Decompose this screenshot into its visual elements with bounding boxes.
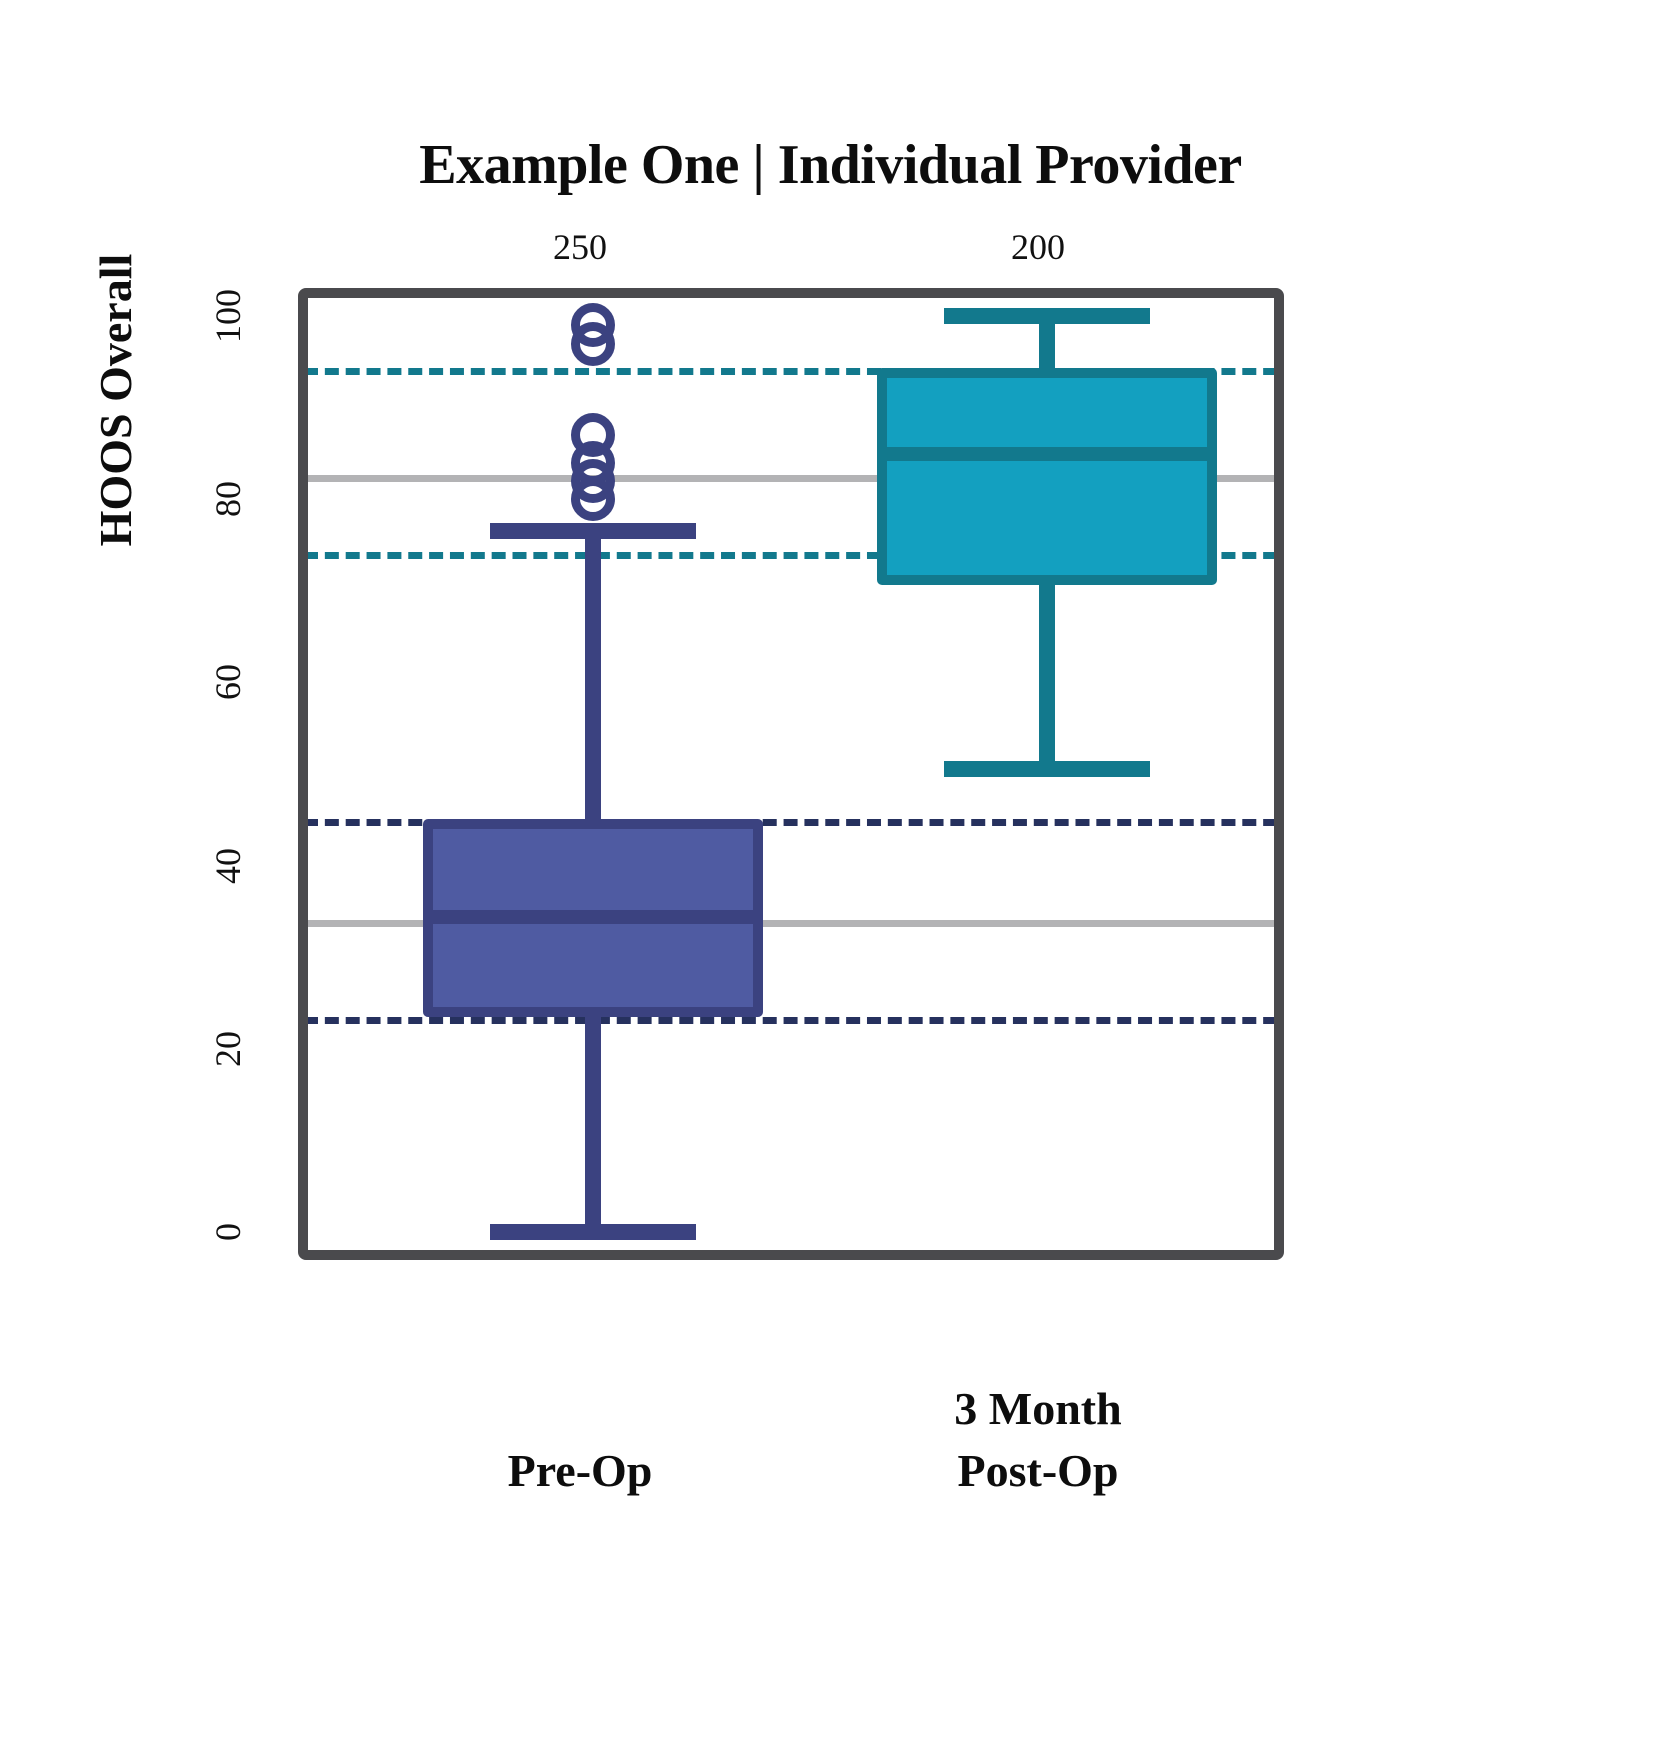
mean-reference-line (308, 920, 1274, 928)
box-iqr (876, 368, 1217, 586)
whisker-upper (1038, 316, 1055, 369)
median-line (876, 446, 1217, 461)
whisker-cap-lower (489, 1223, 696, 1240)
y-axis-title: HOOS Overall (90, 253, 141, 547)
mean-reference-line (308, 475, 1274, 483)
outlier-point (570, 321, 615, 366)
outlier-point (570, 477, 615, 522)
y-tick-label: 40 (208, 847, 248, 884)
whisker-cap-upper (489, 523, 696, 540)
whisker-lower (1038, 585, 1055, 770)
group-count-postop: 200 (1011, 227, 1065, 267)
quartile-reference-line (308, 818, 1274, 826)
whisker-cap-lower (943, 761, 1150, 778)
y-tick-label: 60 (208, 664, 248, 701)
y-tick-label: 100 (208, 289, 248, 344)
whisker-lower (584, 1016, 601, 1232)
quartile-reference-line (308, 552, 1274, 560)
plot-inner-canvas (308, 298, 1274, 1250)
whisker-cap-upper (943, 308, 1150, 325)
y-tick-label: 20 (208, 1030, 248, 1067)
quartile-reference-line (308, 368, 1274, 376)
group-count-preop: 250 (553, 227, 607, 267)
chart-title: Example One | Individual Provider (419, 134, 1242, 196)
whisker-upper (584, 531, 601, 819)
x-tick-label-preop: Pre-Op (507, 1445, 653, 1496)
median-line (422, 909, 763, 924)
y-tick-label: 80 (208, 481, 248, 518)
y-tick-label: 0 (208, 1222, 248, 1241)
x-tick-label-postop: 3 Month Post-Op (954, 1383, 1122, 1496)
quartile-reference-line (308, 1016, 1274, 1024)
plot-area (298, 288, 1284, 1260)
